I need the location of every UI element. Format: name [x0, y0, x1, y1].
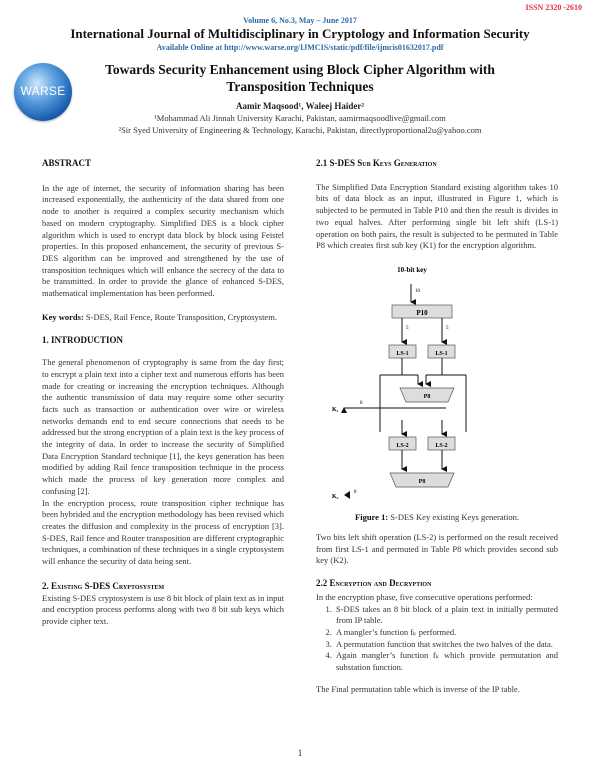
abstract-heading: ABSTRACT	[42, 158, 92, 168]
step-4: Again mangler’s function fₖ which provid…	[334, 650, 558, 673]
figure-caption-text: S-DES Key existing Keys generation.	[388, 512, 519, 522]
p8-box-1	[399, 387, 455, 403]
after-figure-text: Two bits left shift operation (LS-2) is …	[316, 532, 558, 566]
keywords-list: S-DES, Rail Fence, Route Transposition, …	[83, 311, 277, 322]
section-2-heading: 2. Existing S-DES Cryptosystem	[42, 580, 165, 591]
section-2-1-text: The Simplified Data Encryption Standard …	[316, 181, 558, 251]
svg-text:8: 8	[360, 401, 363, 406]
svg-text:LS-2: LS-2	[435, 443, 447, 449]
step-2: A mangler’s function fₖ performed.	[334, 627, 558, 639]
figure-caption-label: Figure 1:	[355, 512, 389, 522]
introduction-paragraph-1: The general phenomenon of cryptography i…	[42, 357, 284, 496]
section-2-2-heading: 2.2 Encryption and Decryption	[316, 578, 432, 589]
svg-text:P8: P8	[419, 479, 426, 485]
available-online-link[interactable]: Available Online at http://www.warse.org…	[156, 43, 444, 52]
svg-text:LS-1: LS-1	[396, 351, 408, 357]
step-1: S-DES takes an 8 bit block of a plain te…	[334, 604, 558, 627]
key-generation-diagram: 10-bit key 10 P10 5 5 LS-1 LS-1 P8 K₁ 8 …	[332, 266, 467, 500]
right-column: 2.1 S-DES Sub Keys Generation The Simpli…	[316, 158, 558, 252]
final-permutation-text: The Final permutation table which is inv…	[316, 683, 520, 694]
svg-text:10: 10	[415, 289, 421, 294]
section-2-1-heading: 2.1 S-DES Sub Keys Generation	[316, 158, 437, 168]
authors: Aamir Maqsood¹, Waleej Haider²	[235, 101, 365, 111]
svg-text:8: 8	[354, 490, 357, 495]
volume-info: Volume 6, No.3, May – June 2017	[243, 16, 357, 25]
introduction-heading: 1. INTRODUCTION	[42, 335, 124, 346]
svg-text:K₁: K₁	[332, 407, 339, 413]
figure-1-caption: Figure 1: S-DES Key existing Keys genera…	[316, 512, 558, 522]
svg-text:K₂: K₂	[332, 494, 339, 500]
introduction-paragraph-2: In the encryption process, route transpo…	[42, 497, 284, 567]
abstract-text: In the age of internet, the security of …	[42, 182, 284, 299]
issn: ISSN 2320 -2610	[525, 3, 582, 12]
svg-text:LS-2: LS-2	[396, 443, 408, 449]
svg-text:LS-1: LS-1	[435, 351, 447, 357]
title-line-1: Towards Security Enhancement using Block…	[105, 62, 495, 77]
section-2-2-intro: In the encryption phase, five consecutiv…	[316, 591, 533, 602]
encryption-steps-list: S-DES takes an 8 bit block of a plain te…	[316, 604, 558, 674]
logo-text: WARSE	[20, 84, 66, 98]
right-column-lower: Two bits left shift operation (LS-2) is …	[316, 532, 558, 695]
p8-box-2	[389, 472, 455, 488]
svg-text:P8: P8	[424, 394, 431, 400]
title-line-2: Transposition Techniques	[226, 79, 374, 94]
warse-logo-icon: WARSE	[14, 63, 72, 121]
keywords: Key words: S-DES, Rail Fence, Route Tran…	[42, 312, 284, 324]
keywords-label: Key words:	[42, 311, 84, 322]
paper-title: Towards Security Enhancement using Block…	[80, 61, 520, 95]
section-2-text: Existing S-DES cryptosystem is use 8 bit…	[42, 592, 284, 626]
svg-text:5: 5	[446, 326, 449, 331]
journal-title: International Journal of Multidisciplina…	[70, 26, 530, 41]
p10-box	[391, 304, 453, 319]
step-3: A permutation function that switches the…	[334, 639, 558, 651]
svg-text:P10: P10	[416, 309, 428, 317]
diagram-top-label: 10-bit key	[397, 266, 427, 274]
svg-text:5: 5	[406, 326, 409, 331]
affiliation-1: ¹Mohammad Ali Jinnah University Karachi,…	[154, 113, 446, 123]
left-column: ABSTRACT In the age of internet, the sec…	[42, 158, 284, 628]
affiliation-2: ²Sir Syed University of Engineering & Te…	[118, 125, 482, 135]
page-number: 1	[297, 748, 303, 758]
